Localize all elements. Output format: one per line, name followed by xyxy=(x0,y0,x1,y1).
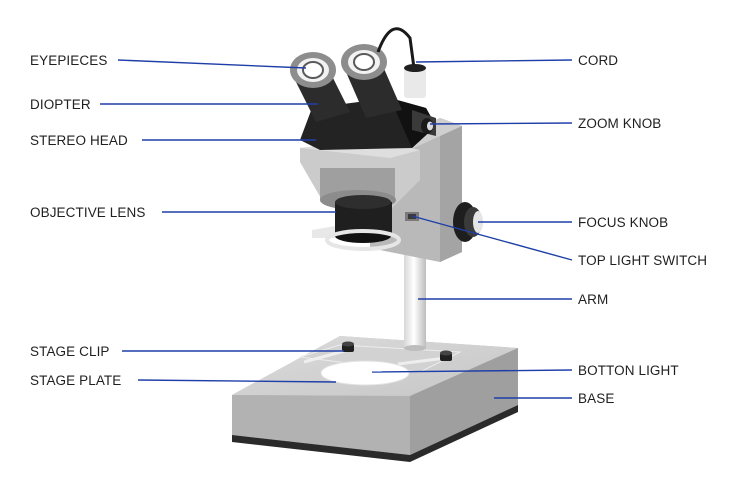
label-eyepieces: EYEPIECES xyxy=(30,53,108,68)
leader-eyepieces xyxy=(117,59,307,69)
arm xyxy=(404,248,426,351)
objective-lens xyxy=(312,168,401,251)
cord xyxy=(376,27,426,98)
label-cord: CORD xyxy=(578,53,619,68)
leader-cord xyxy=(415,59,573,63)
label-top-light-switch: TOP LIGHT SWITCH xyxy=(578,253,708,268)
label-stage-plate: STAGE PLATE xyxy=(30,373,122,388)
label-arm: ARM xyxy=(578,292,609,307)
label-stereo-head: STEREO HEAD xyxy=(30,133,128,148)
base-side xyxy=(410,348,518,455)
leader-top-light-switch xyxy=(411,215,573,261)
label-botton-light: BOTTON LIGHT xyxy=(578,363,679,378)
label-zoom-knob: ZOOM KNOB xyxy=(578,116,662,131)
stage-clip xyxy=(303,341,452,366)
label-objective-lens: OBJECTIVE LENS xyxy=(30,205,146,220)
label-stage-clip: STAGE CLIP xyxy=(30,344,110,359)
label-base: BASE xyxy=(578,391,615,406)
label-focus-knob: FOCUS KNOB xyxy=(578,215,669,230)
botton-light xyxy=(320,360,410,386)
leader-botton-light xyxy=(371,369,573,373)
leader-stage-plate xyxy=(137,379,337,383)
eyepieces xyxy=(290,44,387,88)
leader-lines xyxy=(100,59,573,399)
leader-zoom-knob xyxy=(429,122,573,125)
label-diopter: DIOPTER xyxy=(30,97,91,112)
base-foot xyxy=(232,405,518,462)
